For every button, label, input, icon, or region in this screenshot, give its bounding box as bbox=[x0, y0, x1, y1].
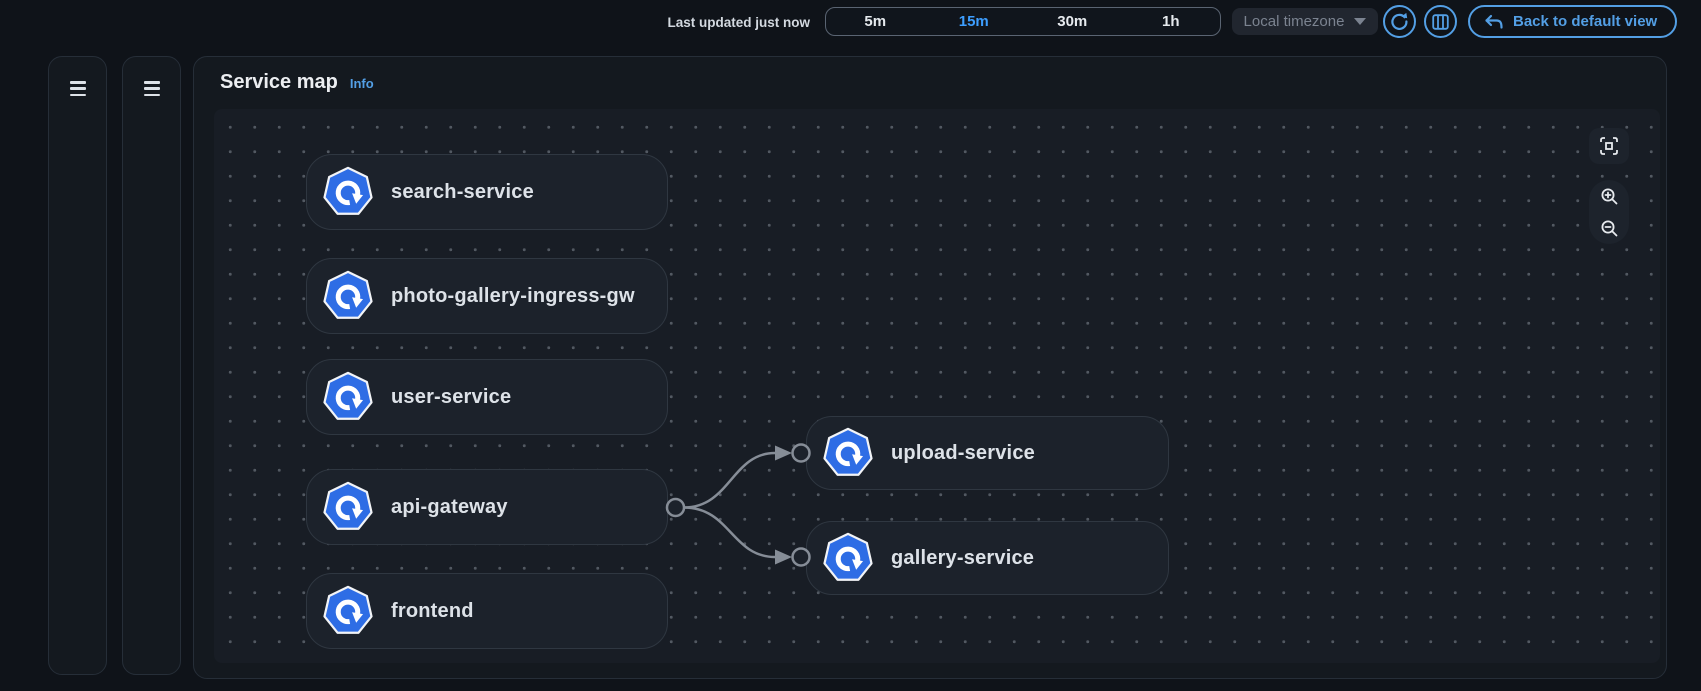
fit-to-screen-icon bbox=[1600, 137, 1618, 155]
chevron-down-icon bbox=[1354, 18, 1367, 25]
service-node-user-service[interactable]: user-service bbox=[306, 359, 668, 435]
back-to-default-view-button[interactable]: Back to default view bbox=[1468, 5, 1678, 38]
last-updated-text: Last updated just now bbox=[667, 15, 810, 30]
kubernetes-service-icon bbox=[823, 427, 873, 476]
info-link[interactable]: Info bbox=[349, 76, 374, 91]
zoom-in-button[interactable] bbox=[1589, 180, 1629, 212]
hamburger-menu-icon[interactable] bbox=[143, 81, 160, 96]
node-label: frontend bbox=[391, 599, 474, 622]
service-node-gallery-service[interactable]: gallery-service bbox=[806, 521, 1169, 595]
zoom-in-icon bbox=[1601, 188, 1617, 204]
fit-to-screen-button[interactable] bbox=[1589, 128, 1629, 164]
time-range-30m[interactable]: 30m bbox=[1057, 13, 1088, 30]
time-range-5m[interactable]: 5m bbox=[864, 13, 887, 30]
service-node-frontend[interactable]: frontend bbox=[306, 573, 668, 649]
page-title: Service map bbox=[220, 71, 338, 93]
service-map-panel: Service map Info search-service photo-ga… bbox=[193, 56, 1667, 679]
service-node-api-gateway[interactable]: api-gateway bbox=[306, 469, 668, 545]
collapsed-side-panel-1 bbox=[48, 56, 107, 675]
time-range-1h[interactable]: 1h bbox=[1161, 13, 1180, 30]
top-bar: Last updated just now 5m 15m 30m 1h Loca… bbox=[0, 0, 1701, 48]
panel-header: Service map Info bbox=[220, 71, 374, 94]
zoom-out-icon bbox=[1601, 220, 1617, 236]
kubernetes-service-icon bbox=[323, 270, 373, 319]
arrowhead-icon bbox=[775, 549, 792, 565]
node-label: upload-service bbox=[891, 441, 1035, 464]
service-node-photo-gallery-ingress-gw[interactable]: photo-gallery-ingress-gw bbox=[306, 258, 668, 334]
kubernetes-service-icon bbox=[823, 532, 873, 581]
time-range-15m[interactable]: 15m bbox=[958, 13, 989, 30]
edge-api-gateway-to-upload-service bbox=[683, 451, 776, 509]
node-label: photo-gallery-ingress-gw bbox=[391, 284, 635, 307]
node-label: api-gateway bbox=[391, 495, 508, 518]
kubernetes-service-icon bbox=[323, 166, 373, 215]
service-node-search-service[interactable]: search-service bbox=[306, 154, 668, 230]
back-button-label: Back to default view bbox=[1513, 13, 1658, 30]
edge-source-port bbox=[665, 497, 686, 518]
refresh-button[interactable] bbox=[1383, 5, 1416, 38]
refresh-icon bbox=[1391, 12, 1408, 30]
service-map-canvas[interactable]: search-service photo-gallery-ingress-gw … bbox=[214, 109, 1660, 663]
node-label: gallery-service bbox=[891, 546, 1035, 569]
node-label: user-service bbox=[391, 385, 512, 408]
arrowhead-icon bbox=[775, 445, 792, 461]
hamburger-menu-icon[interactable] bbox=[69, 81, 86, 96]
timezone-label: Local timezone bbox=[1243, 13, 1345, 30]
collapsed-side-panel-2 bbox=[122, 56, 181, 675]
timezone-dropdown[interactable]: Local timezone bbox=[1232, 8, 1378, 35]
zoom-out-button[interactable] bbox=[1589, 212, 1629, 244]
time-range-segmented-control: 5m 15m 30m 1h bbox=[825, 7, 1221, 36]
kubernetes-service-icon bbox=[323, 585, 373, 634]
map-icon bbox=[1432, 13, 1449, 30]
map-view-toggle-button[interactable] bbox=[1424, 5, 1457, 38]
kubernetes-service-icon bbox=[323, 371, 373, 420]
undo-arrow-icon bbox=[1485, 14, 1503, 29]
node-label: search-service bbox=[391, 180, 534, 203]
kubernetes-service-icon bbox=[323, 481, 373, 530]
zoom-controls bbox=[1589, 180, 1629, 244]
edge-api-gateway-to-gallery-service bbox=[683, 506, 776, 559]
service-node-upload-service[interactable]: upload-service bbox=[806, 416, 1169, 490]
